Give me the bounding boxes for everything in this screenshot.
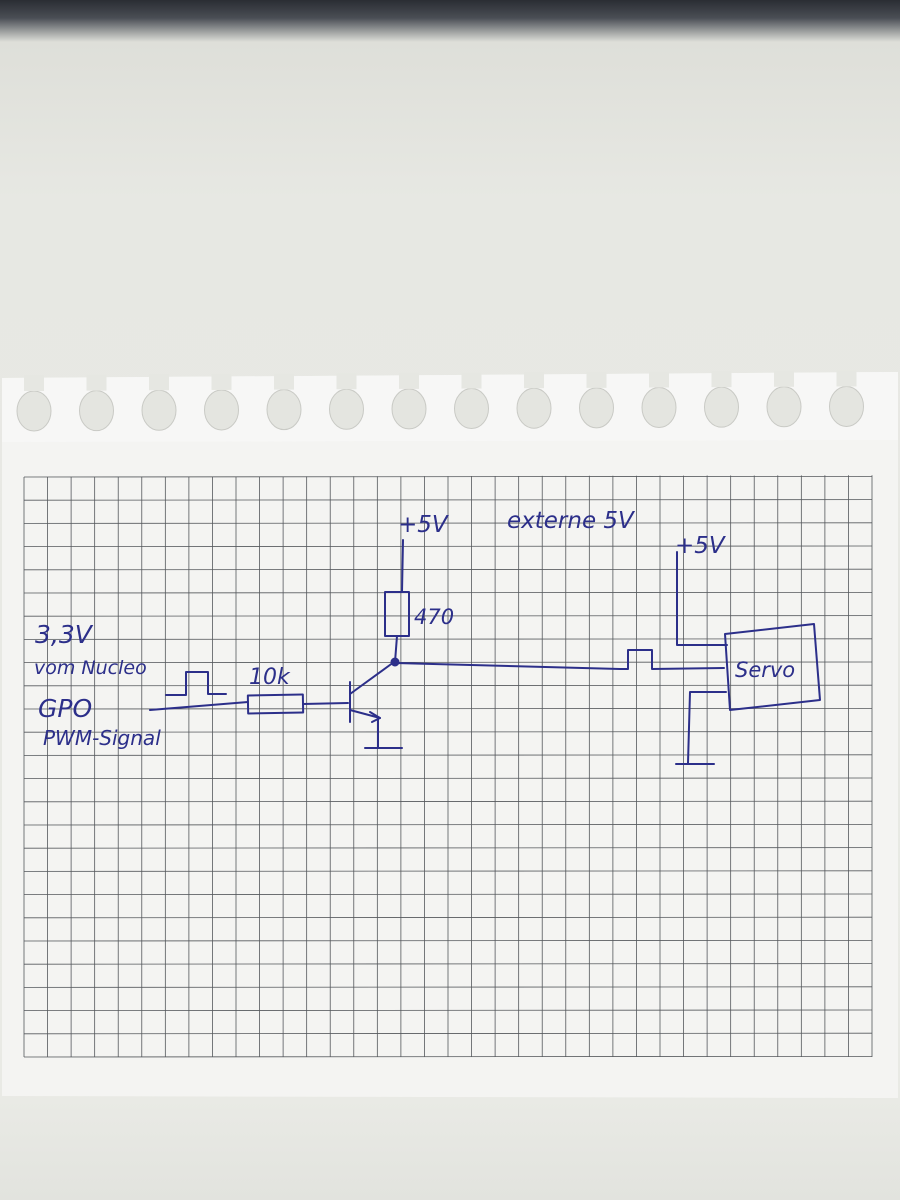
paper-sheet	[2, 372, 898, 1098]
grid-line-horizontal	[23, 777, 873, 779]
punch-hole	[579, 387, 614, 429]
punch-hole	[766, 386, 802, 428]
punch-notch	[399, 372, 419, 389]
punch-hole	[141, 389, 177, 431]
grid-line-horizontal	[23, 916, 873, 919]
punch-notch	[336, 373, 357, 390]
punch-notch	[774, 370, 794, 387]
punch-hole	[516, 387, 552, 429]
punch-notch	[86, 374, 107, 391]
grid-line-horizontal	[23, 568, 873, 571]
grid-line-horizontal	[23, 545, 873, 547]
base-resistor-label: 10k	[249, 665, 291, 690]
grid-line-horizontal	[23, 615, 873, 617]
punch-hole	[266, 389, 302, 431]
punch-hole	[16, 390, 52, 432]
punch-hole	[454, 388, 489, 430]
punch-hole	[329, 388, 364, 430]
external-supply-label: externe 5V	[507, 508, 636, 534]
tear-strip	[2, 372, 898, 442]
grid-line-horizontal	[23, 499, 873, 501]
punch-notch	[524, 372, 544, 389]
grid-lines	[23, 475, 873, 1058]
grid-line-horizontal	[23, 1009, 873, 1011]
grid-line-horizontal	[23, 940, 873, 942]
punch-notch	[836, 370, 857, 387]
grid-line-horizontal	[23, 754, 873, 756]
circuit-drawing	[149, 539, 821, 765]
grid-line-horizontal	[23, 800, 873, 803]
base-wire	[302, 702, 349, 705]
punch-hole	[641, 387, 677, 428]
grid-line-horizontal	[23, 870, 873, 872]
grid-line-horizontal	[23, 638, 873, 640]
signal-wire	[394, 649, 725, 670]
punch-notch	[711, 371, 732, 388]
input-source-label: vom Nucleo	[34, 657, 147, 679]
input-signal-label: PWM-Signal	[43, 726, 161, 750]
punch-holes	[16, 370, 864, 432]
supply-servo-label: +5V	[675, 533, 727, 559]
servo-ground-wire	[687, 691, 727, 764]
punch-notch	[461, 372, 482, 389]
servo-supply-wire	[676, 551, 728, 646]
grid-line-horizontal	[23, 963, 873, 965]
grid-line-horizontal	[23, 824, 873, 826]
grid-line-horizontal	[23, 847, 873, 849]
supply-transistor-label: +5V	[398, 512, 450, 538]
punch-notch	[149, 374, 169, 391]
punch-notch	[649, 371, 669, 388]
punch-hole	[204, 389, 239, 431]
grid-line-horizontal	[23, 661, 873, 663]
transistor-collector	[349, 661, 395, 695]
grid-line-horizontal	[23, 1032, 873, 1035]
collector-resistor-label: 470	[414, 605, 454, 629]
punch-notch	[586, 371, 607, 388]
input-voltage-label: 3,3V	[35, 620, 94, 649]
punch-notch	[211, 373, 232, 390]
punch-hole	[391, 388, 427, 430]
grid-line-horizontal	[23, 1056, 873, 1058]
punch-hole	[829, 385, 864, 427]
input-pin-label: GPO	[38, 694, 92, 723]
grid-line-horizontal	[23, 592, 873, 594]
input-wire	[149, 701, 249, 711]
grid-line-horizontal	[23, 731, 873, 733]
transistor-emitter-arrow	[369, 711, 381, 723]
punch-hole	[79, 390, 114, 432]
punch-notch	[274, 373, 294, 390]
grid-line-horizontal	[23, 522, 873, 524]
grid-line-horizontal	[23, 475, 873, 478]
grid-line-horizontal	[23, 986, 873, 988]
punch-hole	[704, 386, 739, 428]
grid-line-horizontal	[23, 893, 873, 895]
grid-line-horizontal	[23, 684, 873, 687]
transistor-emitter	[349, 709, 381, 719]
input-pulse-symbol	[165, 671, 227, 696]
supply-wire	[401, 539, 404, 593]
servo-label: Servo	[735, 658, 795, 682]
servo-box	[724, 623, 821, 711]
punch-notch	[24, 375, 44, 391]
